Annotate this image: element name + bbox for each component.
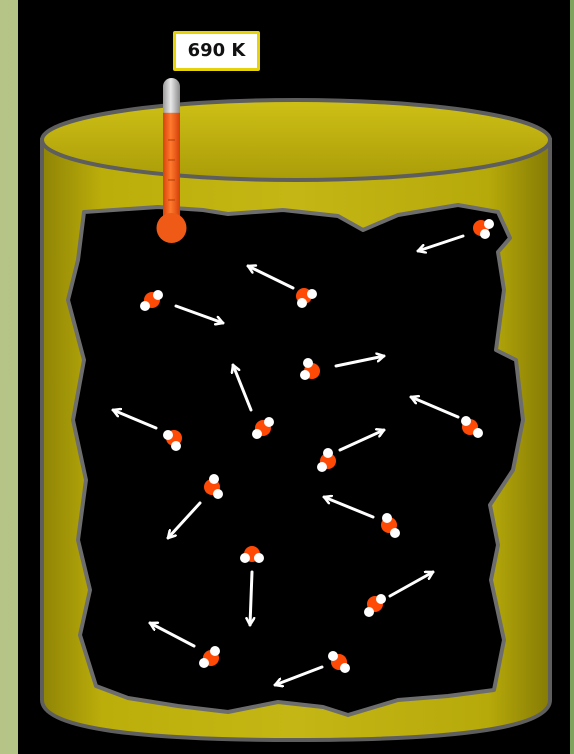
- hydrogen-atom: [376, 594, 386, 604]
- hydrogen-atom: [480, 229, 490, 239]
- hydrogen-atom: [297, 298, 307, 308]
- container-top: [42, 100, 550, 180]
- hydrogen-atom: [364, 607, 374, 617]
- hydrogen-atom: [340, 663, 350, 673]
- hydrogen-atom: [328, 651, 338, 661]
- hydrogen-atom: [264, 417, 274, 427]
- hydrogen-atom: [240, 553, 250, 563]
- hydrogen-atom: [307, 289, 317, 299]
- sim-stage: 690 K: [18, 0, 570, 754]
- hydrogen-atom: [252, 429, 262, 439]
- hydrogen-atom: [473, 428, 483, 438]
- hydrogen-atom: [140, 301, 150, 311]
- container-opening: [68, 205, 523, 715]
- hydrogen-atom: [390, 528, 400, 538]
- thermometer-liquid: [163, 113, 180, 228]
- hydrogen-atom: [300, 370, 310, 380]
- hydrogen-atom: [210, 646, 220, 656]
- hydrogen-atom: [317, 462, 327, 472]
- hydrogen-atom: [171, 441, 181, 451]
- hydrogen-atom: [484, 219, 494, 229]
- velocity-arrow: [250, 572, 252, 625]
- hydrogen-atom: [461, 416, 471, 426]
- hydrogen-atom: [163, 430, 173, 440]
- hydrogen-atom: [303, 358, 313, 368]
- hydrogen-atom: [213, 489, 223, 499]
- temperature-readout: 690 K: [173, 31, 260, 71]
- hydrogen-atom: [254, 553, 264, 563]
- hydrogen-atom: [209, 474, 219, 484]
- container-scene: [18, 0, 574, 754]
- hydrogen-atom: [199, 658, 209, 668]
- hydrogen-atom: [153, 290, 163, 300]
- hydrogen-atom: [323, 448, 333, 458]
- thermometer-bulb: [157, 213, 187, 243]
- hydrogen-atom: [382, 513, 392, 523]
